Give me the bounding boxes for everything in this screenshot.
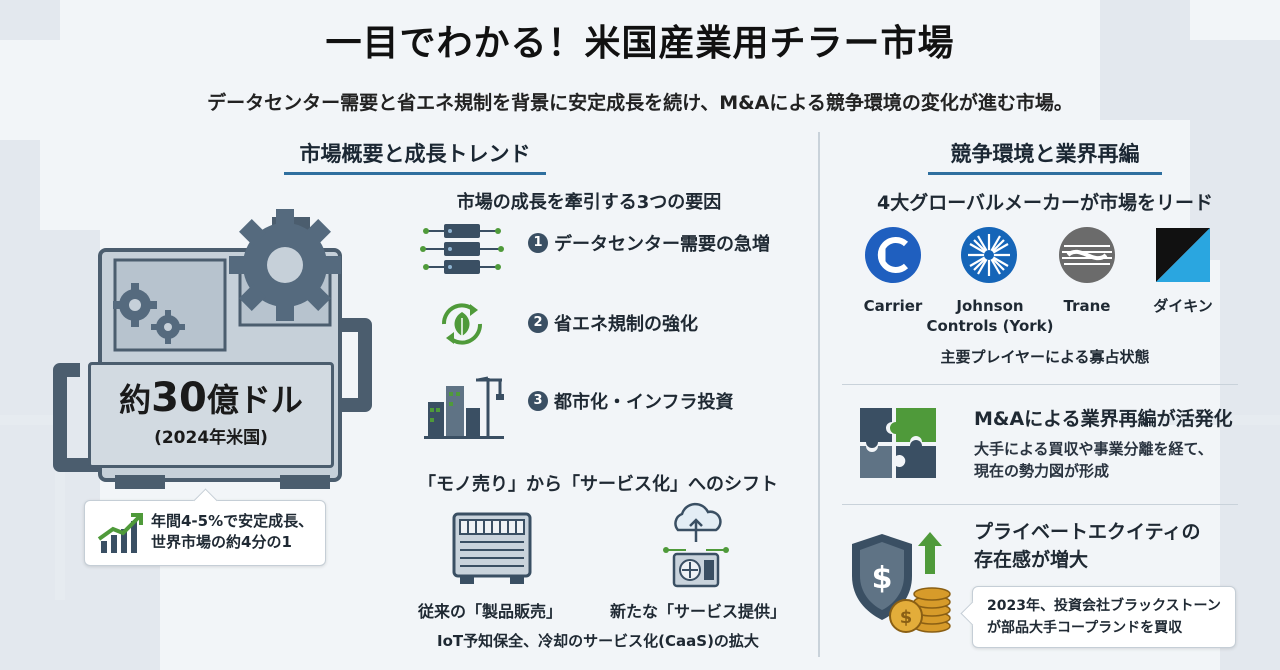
factor-1: 1 データセンター需要の急増 bbox=[528, 230, 770, 256]
server-icon bbox=[420, 224, 504, 274]
pe-callout: 2023年、投資会社ブラックストーン が部品大手コープランドを買収 bbox=[960, 586, 1236, 648]
factor-1-label: データセンター需要の急増 bbox=[554, 234, 770, 255]
pe-note-line-2: が部品大手コープランドを買収 bbox=[987, 620, 1183, 636]
ma-desc-line-2: 現在の勢力図が形成 bbox=[974, 462, 1110, 480]
factor-3: 3 都市化・インフラ投資 bbox=[528, 388, 733, 414]
market-size-panel: 約30億ドル (2024年米国) bbox=[88, 362, 334, 468]
product-sales-caption: 従来の「製品販売」 bbox=[417, 602, 562, 621]
growth-line-1: 年間4-5%で安定成長、 bbox=[151, 512, 314, 530]
pe-note-line-1: 2023年、投資会社ブラックストーン bbox=[987, 598, 1221, 614]
market-size-note: (2024年米国) bbox=[154, 428, 268, 448]
trane-logo bbox=[1059, 227, 1115, 283]
cloud-service-icon bbox=[663, 502, 729, 588]
daikin-name: ダイキン bbox=[1153, 297, 1213, 315]
svg-text:$: $ bbox=[900, 607, 913, 628]
factor-2-label: 省エネ規制の強化 bbox=[554, 314, 698, 335]
shift-heading: 「モノ売り」から「サービス化」へのシフト bbox=[418, 474, 778, 495]
divider-1 bbox=[842, 384, 1238, 385]
page-subtitle: データセンター需要と省エネ規制を背景に安定成長を続け、M&Aによる競争環境の変化… bbox=[207, 92, 1073, 114]
pe-title-line-2: 存在感が増大 bbox=[974, 549, 1089, 571]
puzzle-icon bbox=[860, 408, 936, 478]
johnson-name-line-2: Controls (York) bbox=[926, 317, 1054, 335]
iot-note: IoT予知保全、冷却のサービス化(CaaS)の拡大 bbox=[437, 632, 759, 650]
market-size-suffix: 億ドル bbox=[206, 381, 303, 419]
market-size-value: 約30億ドル bbox=[91, 375, 331, 421]
factor-2: 2 省エネ規制の強化 bbox=[528, 310, 698, 336]
page-title: 一目でわかる！米国産業用チラー市場 bbox=[325, 23, 955, 64]
pe-title-line-1: プライベートエクイティの bbox=[974, 521, 1201, 543]
section-divider bbox=[818, 132, 820, 657]
service-caption: 新たな「サービス提供」 bbox=[610, 602, 787, 621]
market-size-number: 30 bbox=[151, 375, 207, 421]
svg-text:$: $ bbox=[872, 561, 893, 596]
growth-line-2: 世界市場の約4分の1 bbox=[151, 533, 292, 551]
pe-title: プライベートエクイティの 存在感が増大 bbox=[974, 518, 1200, 574]
johnson-controls-logo bbox=[961, 227, 1017, 283]
factor-3-number: 3 bbox=[528, 391, 548, 411]
ma-title: M&Aによる業界再編が活発化 bbox=[974, 408, 1233, 430]
johnson-controls-name: Johnson Controls (York) bbox=[920, 296, 1060, 336]
carrier-name: Carrier bbox=[863, 297, 923, 315]
city-crane-icon bbox=[424, 376, 504, 439]
right-section-title: 競争環境と業界再編 bbox=[950, 142, 1140, 166]
market-size-prefix: 約 bbox=[119, 381, 152, 419]
growth-chart-icon bbox=[97, 513, 143, 553]
ma-desc-line-1: 大手による買収や事業分離を経て、 bbox=[974, 440, 1213, 458]
factor-1-number: 1 bbox=[528, 233, 548, 253]
oligopoly-note: 主要プレイヤーによる寡占状態 bbox=[940, 348, 1150, 366]
johnson-name-line-1: Johnson bbox=[956, 297, 1024, 315]
trane-name: Trane bbox=[1063, 297, 1111, 315]
carrier-logo bbox=[865, 227, 921, 283]
growth-callout: 年間4-5%で安定成長、 世界市場の約4分の1 bbox=[84, 488, 326, 566]
left-section-title: 市場概要と成長トレンド bbox=[299, 142, 531, 166]
shield-money-icon: $ $ bbox=[852, 532, 951, 633]
chiller-unit-icon bbox=[452, 512, 532, 584]
ma-description: 大手による買収や事業分離を経て、 現在の勢力図が形成 bbox=[974, 438, 1213, 482]
divider-2 bbox=[842, 504, 1238, 505]
left-section-underline bbox=[284, 172, 546, 175]
factor-3-label: 都市化・インフラ投資 bbox=[554, 392, 734, 413]
eco-recycle-icon bbox=[441, 303, 483, 345]
factors-heading: 市場の成長を牽引する3つの要因 bbox=[456, 192, 722, 213]
factor-2-number: 2 bbox=[528, 313, 548, 333]
makers-heading: 4大グローバルメーカーが市場をリード bbox=[876, 192, 1214, 214]
right-section-underline bbox=[928, 172, 1162, 175]
daikin-logo bbox=[1156, 228, 1210, 282]
